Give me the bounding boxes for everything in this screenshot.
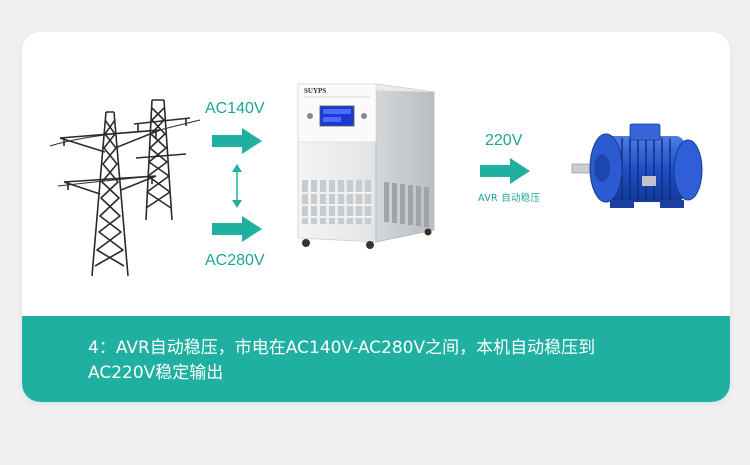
output-voltage-label: 220V xyxy=(485,132,523,149)
avr-note-label: AVR 自动稳压 xyxy=(478,193,541,204)
power-tower-icon xyxy=(49,99,201,277)
device-brand-label: SUYPS xyxy=(304,87,326,95)
caption-line-1: 4：AVR自动稳压，市电在AC140V-AC280V之间，本机自动稳压到 xyxy=(88,338,596,358)
electric-motor-image xyxy=(571,123,703,208)
info-card: AC140V AC280V SUYPS xyxy=(22,32,730,402)
arrow-right-icon xyxy=(212,216,262,242)
input-voltage-high-label: AC280V xyxy=(205,252,265,269)
arrow-right-icon xyxy=(480,158,530,184)
double-arrow-icon xyxy=(232,164,242,208)
caption-band: 4：AVR自动稳压，市电在AC140V-AC280V之间，本机自动稳压到 AC2… xyxy=(22,316,730,402)
caption-line-2: AC220V稳定输出 xyxy=(88,363,224,383)
input-voltage-low-label: AC140V xyxy=(205,100,265,117)
voltage-stabilizer-image: SUYPS xyxy=(297,83,435,249)
arrow-right-icon xyxy=(212,128,262,154)
caption-text: 4：AVR自动稳压，市电在AC140V-AC280V之间，本机自动稳压到 AC2… xyxy=(88,336,688,386)
